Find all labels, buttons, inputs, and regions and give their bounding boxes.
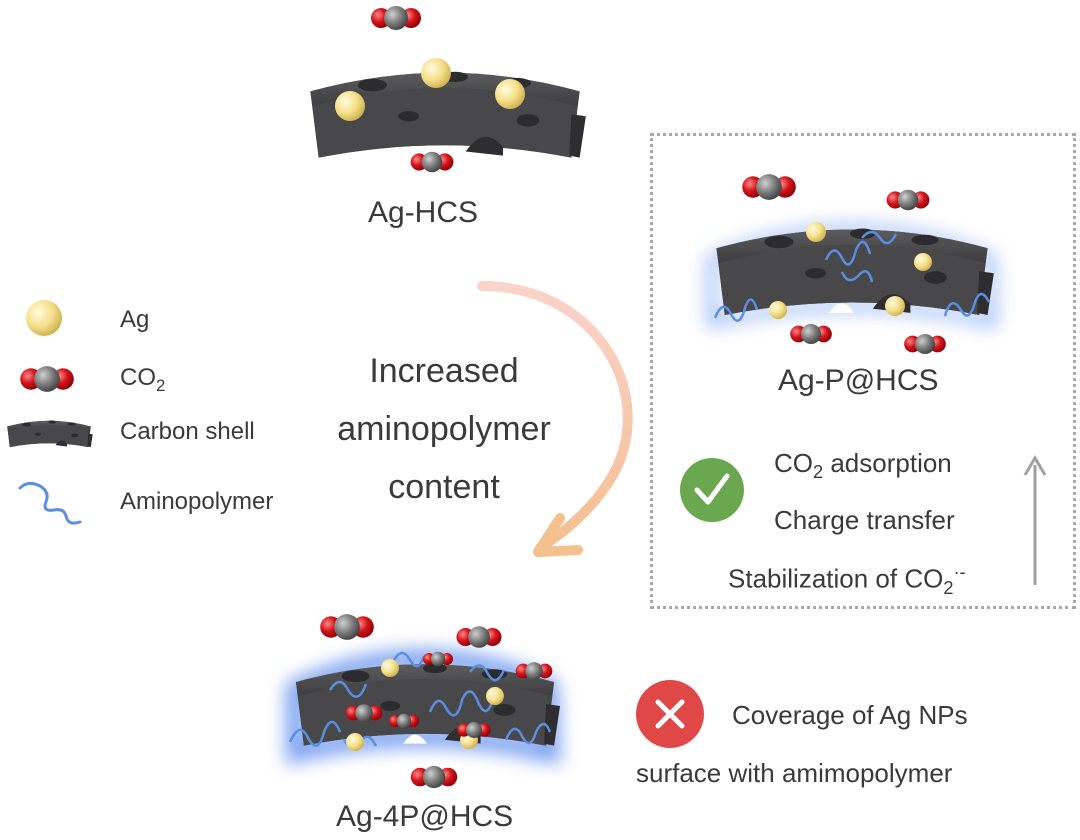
carbon-shell-legend-icon bbox=[7, 420, 93, 448]
curved-arrow bbox=[477, 281, 633, 553]
ag-4p-hcs-structure bbox=[286, 614, 561, 789]
ag-p-hcs-structure bbox=[707, 174, 998, 354]
drawback-line2: surface with amimopolymer bbox=[636, 758, 953, 788]
drawback-line1: Coverage of Ag NPs bbox=[732, 700, 968, 730]
increase-arrow-head bbox=[1023, 455, 1047, 476]
check-circle-icon bbox=[680, 458, 744, 522]
benefit-co2-adsorption: CO2 adsorption bbox=[774, 448, 952, 483]
benefit-stabilization: Stabilization of CO2·- bbox=[728, 562, 966, 598]
ag-legend-icon bbox=[26, 300, 62, 336]
center-text-line2: aminopolymer bbox=[337, 410, 551, 448]
ag-p-hcs-panel bbox=[650, 133, 1076, 609]
benefit-charge-transfer: Charge transfer bbox=[774, 505, 955, 535]
ag-p-hcs-label: Ag-P@HCS bbox=[778, 364, 939, 397]
arrow-head bbox=[533, 513, 583, 557]
center-text: Increased aminopolymer content bbox=[314, 342, 574, 516]
center-text-line3: content bbox=[388, 468, 500, 506]
center-text-line1: Increased bbox=[369, 352, 519, 390]
legend-co2-label: CO2 bbox=[120, 364, 166, 395]
legend-ag-label: Ag bbox=[120, 306, 150, 333]
aminopolymer-legend-icon bbox=[18, 481, 82, 525]
legend-carbon-shell-label: Carbon shell bbox=[120, 418, 255, 445]
co2-legend-icon bbox=[20, 366, 74, 392]
ag-hcs-structure bbox=[310, 6, 586, 173]
cross-circle-icon bbox=[636, 680, 704, 748]
ag-4p-hcs-label: Ag-4P@HCS bbox=[336, 800, 514, 833]
legend-aminopolymer-label: Aminopolymer bbox=[120, 488, 274, 515]
ag-hcs-label: Ag-HCS bbox=[368, 196, 479, 229]
